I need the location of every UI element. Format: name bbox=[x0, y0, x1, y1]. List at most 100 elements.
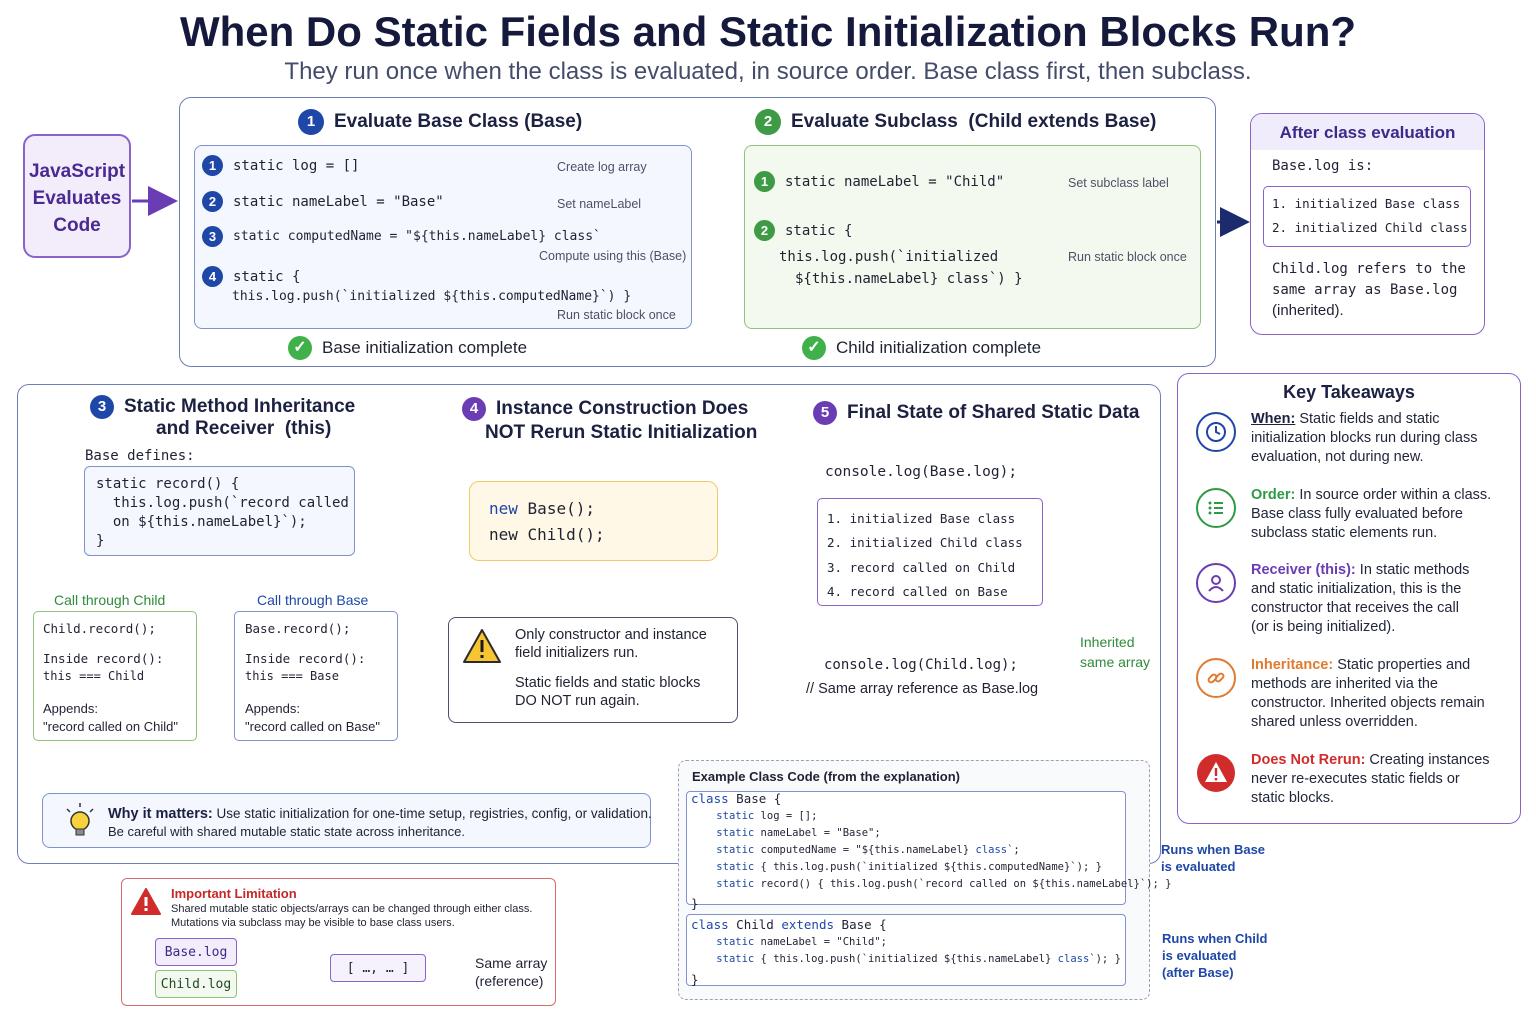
runs-child-line1: Runs when Child bbox=[1162, 931, 1268, 946]
child-step-1: 1 static nameLabel = "Child" bbox=[754, 171, 1004, 192]
example-heading: Example Class Code (from the explanation… bbox=[692, 769, 961, 784]
base-step-4-number: 4 bbox=[202, 266, 223, 287]
call-through-child-label: Call through Child bbox=[54, 592, 166, 608]
base-inside: Inside record(): bbox=[245, 651, 366, 666]
base-step-2-code: static nameLabel = "Base" bbox=[233, 193, 444, 210]
takeaway-key: Does Not Rerun: bbox=[1251, 752, 1366, 768]
child-inside: Inside record(): bbox=[43, 651, 164, 666]
step5-heading: Final State of Shared Static Data bbox=[847, 402, 1140, 423]
record-code-line: static record() { bbox=[96, 476, 240, 492]
example-code-line: static record() { this.log.push(`record … bbox=[716, 878, 1172, 890]
example-base-box bbox=[686, 791, 1126, 905]
step5-header: 5 Final State of Shared Static Data bbox=[813, 401, 1139, 425]
example-code-line: static nameLabel = "Base"; bbox=[716, 827, 881, 839]
step4-heading-line2: NOT Rerun Static Initialization bbox=[485, 422, 758, 443]
example-code-line: class Child extends Base { bbox=[691, 917, 887, 932]
user-icon bbox=[1196, 563, 1236, 603]
example-code-line: static computedName = "${this.nameLabel}… bbox=[716, 844, 1020, 856]
base-step-4-note: Run static block once bbox=[557, 308, 676, 322]
takeaway-key: Order: bbox=[1251, 487, 1296, 503]
warning-box bbox=[448, 617, 738, 723]
base-log-chip: Base.log bbox=[155, 938, 237, 966]
child-step-2-code-line2: this.log.push(`initialized bbox=[779, 249, 999, 265]
child-call-code: Child.record(); bbox=[43, 621, 156, 636]
base-step-3: 3 static computedName = "${this.nameLabe… bbox=[202, 226, 601, 247]
list-icon bbox=[1196, 488, 1236, 528]
step2-number: 2 bbox=[755, 109, 781, 135]
inherited-label-line1: Inherited bbox=[1080, 634, 1135, 650]
example-code-line: } bbox=[691, 896, 699, 911]
check-icon: ✓ bbox=[288, 336, 312, 360]
runs-base-line2: is evaluated bbox=[1161, 859, 1236, 874]
example-code-line: static nameLabel = "Child"; bbox=[716, 936, 887, 948]
after-refers-line1: Child.log refers to the bbox=[1272, 261, 1466, 277]
inherited-label-line2: same array bbox=[1080, 654, 1151, 670]
after-intro: Base.log is: bbox=[1272, 158, 1374, 174]
new-child-line: new Child(); bbox=[489, 525, 605, 544]
takeaway-key: Receiver (this): bbox=[1251, 562, 1356, 578]
example-code-line: static { this.log.push(`initialized ${th… bbox=[716, 953, 1121, 965]
base-call-code: Base.record(); bbox=[245, 621, 351, 636]
warning-line2: field initializers run. bbox=[515, 645, 639, 661]
child-step-2-code-line3: ${this.nameLabel} class`) } bbox=[795, 271, 1023, 287]
child-code-box bbox=[744, 145, 1201, 329]
step2-header: 2 Evaluate Subclass (Child extends Base) bbox=[755, 109, 1156, 135]
takeaway-item: Order: In source order within a class.Ba… bbox=[1251, 487, 1492, 541]
child-step-1-number: 1 bbox=[754, 171, 775, 192]
base-step-4: 4 static { bbox=[202, 266, 300, 287]
child-step-2-note: Run static block once bbox=[1068, 250, 1187, 264]
step1-header: 1 Evaluate Base Class (Base) bbox=[298, 109, 582, 135]
child-complete: ✓ Child initialization complete bbox=[802, 336, 1041, 360]
runs-child-line2: is evaluated bbox=[1162, 948, 1237, 963]
console-base-log: console.log(Base.log); bbox=[825, 464, 1018, 480]
takeaway-key: Inheritance: bbox=[1251, 657, 1334, 673]
child-step-2: 2 static { bbox=[754, 220, 852, 241]
child-appends: Appends: bbox=[43, 701, 98, 716]
example-code-line: static { this.log.push(`initialized ${th… bbox=[716, 861, 1102, 873]
why-it-matters-box bbox=[42, 793, 651, 848]
clock-icon bbox=[1196, 412, 1236, 452]
warning-icon bbox=[1196, 753, 1236, 793]
step1-number: 1 bbox=[298, 109, 324, 135]
example-code-line: static log = []; bbox=[716, 810, 818, 822]
record-code-line: on ${this.nameLabel}`); bbox=[96, 514, 307, 530]
new-base-code: Base(); bbox=[527, 499, 595, 518]
same-array-reference: (reference) bbox=[475, 973, 544, 989]
lightbulb-icon bbox=[66, 803, 94, 836]
warning-line1: Only constructor and instance bbox=[515, 627, 707, 643]
step4-heading-line1: Instance Construction Does bbox=[496, 398, 749, 419]
why-line2: Be careful with shared mutable static st… bbox=[108, 824, 465, 839]
example-code-line: } bbox=[691, 972, 699, 987]
call-base-box bbox=[234, 611, 398, 741]
warning-icon bbox=[463, 629, 501, 663]
why-text1: Use static initialization for one-time s… bbox=[212, 806, 652, 821]
base-complete-label: Base initialization complete bbox=[322, 338, 528, 357]
call-through-base-label: Call through Base bbox=[257, 592, 369, 608]
example-code-line: class Base { bbox=[691, 791, 782, 806]
final-log-item: 4. record called on Base bbox=[827, 584, 1008, 599]
after-refers-line2: same array as Base.log bbox=[1272, 282, 1458, 298]
base-step-4-code: static { bbox=[233, 268, 301, 285]
step3-heading-line1: Static Method Inheritance bbox=[124, 396, 356, 417]
base-step-4-code-line2: this.log.push(`initialized ${this.comput… bbox=[232, 289, 632, 304]
js-evaluates-box: JavaScript Evaluates Code bbox=[23, 134, 131, 258]
base-appends: Appends: bbox=[245, 701, 300, 716]
base-step-1: 1 static log = [] bbox=[202, 155, 359, 176]
final-log-item: 3. record called on Child bbox=[827, 560, 1016, 575]
child-this: this === Child bbox=[43, 669, 145, 683]
child-step-2-number: 2 bbox=[754, 220, 775, 241]
takeaway-key: When: bbox=[1251, 411, 1296, 427]
new-base-line: new Base(); bbox=[489, 499, 595, 518]
base-step-3-note: Compute using this (Base) bbox=[539, 249, 687, 263]
base-step-2-note: Set nameLabel bbox=[557, 197, 642, 211]
base-step-1-code: static log = [] bbox=[233, 157, 360, 174]
why-key: Why it matters: bbox=[108, 806, 213, 822]
child-step-2-code: static { bbox=[785, 222, 853, 239]
js-box-line2: Evaluates bbox=[32, 188, 122, 209]
step3-defines: Base defines: bbox=[85, 448, 195, 464]
new-keyword: new bbox=[489, 499, 518, 518]
after-heading: After class evaluation bbox=[1251, 114, 1484, 150]
